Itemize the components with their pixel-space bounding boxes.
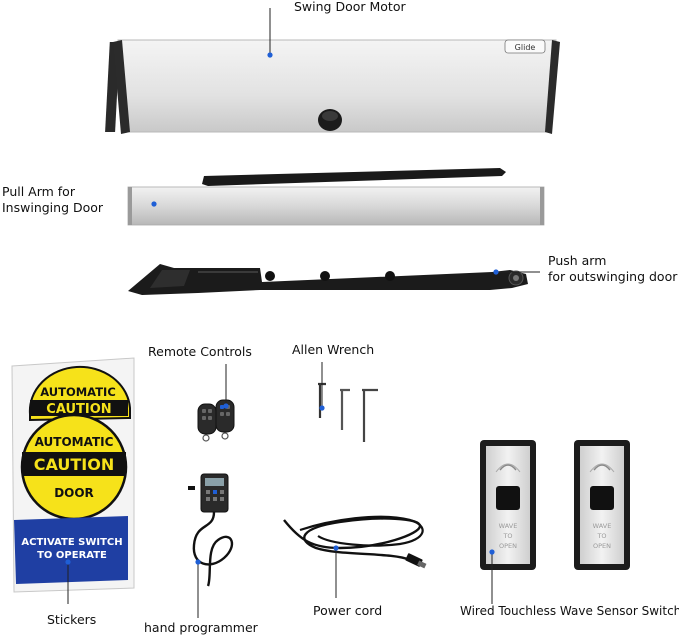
- remote-controls: [197, 399, 235, 442]
- power-cord-label: Power cord: [313, 603, 383, 618]
- pull-arm-label-line1: Pull Arm for: [2, 184, 75, 199]
- sticker-top-word2: CAUTION: [46, 402, 111, 417]
- hand-programmer: [188, 473, 234, 587]
- push-arm: [128, 264, 528, 295]
- motor-brand-label: Glide: [515, 43, 536, 52]
- motor-pointer-dot: [267, 52, 273, 58]
- stickers-label: Stickers: [47, 612, 97, 627]
- sensor-pointer-dot: [489, 549, 495, 555]
- push-arm-label-line2: for outswinging door: [548, 269, 678, 284]
- sensor-right-line1: WAVE: [593, 522, 612, 530]
- sticker-top-word1: AUTOMATIC: [40, 385, 116, 399]
- push-arm-pointer-dot: [493, 269, 499, 275]
- sensor-right-line2: TO: [596, 532, 606, 540]
- swing-door-motor: Glide: [105, 39, 560, 134]
- pull-arm: [127, 168, 545, 226]
- pull-arm-label-line2: Inswinging Door: [2, 200, 104, 215]
- motor-label: Swing Door Motor: [294, 0, 406, 14]
- stickers-pointer-dot: [65, 559, 71, 565]
- allen-wrench-label: Allen Wrench: [292, 342, 375, 357]
- wave-sensor-switch-left: WAVE TO OPEN: [480, 440, 536, 570]
- sticker-banner-line1: ACTIVATE SWITCH: [21, 537, 122, 548]
- power-cord: [283, 515, 427, 569]
- hand-programmer-label: hand programmer: [144, 620, 258, 635]
- remote-pointer-dot: [223, 403, 229, 409]
- stickers: AUTOMATIC CAUTION AUTOMATIC CAUTION DOOR…: [11, 357, 135, 593]
- programmer-pointer-dot: [195, 559, 201, 565]
- remote-controls-label: Remote Controls: [148, 344, 252, 359]
- wave-sensor-switch-right: WAVE TO OPEN: [574, 440, 630, 570]
- sensor-left-line1: WAVE: [499, 522, 518, 530]
- sensor-right-line3: OPEN: [593, 542, 611, 550]
- sticker-banner-line2: TO OPERATE: [37, 550, 107, 561]
- sensor-switch-label: Wired Touchless Wave Sensor Switch: [460, 604, 679, 618]
- wrench-pointer-dot: [319, 405, 325, 411]
- sticker-word1: AUTOMATIC: [35, 435, 114, 449]
- sticker-word3: DOOR: [54, 486, 94, 500]
- allen-wrenches: [318, 382, 378, 442]
- sensor-left-line3: OPEN: [499, 542, 517, 550]
- cord-pointer-dot: [333, 545, 339, 551]
- sticker-word2: CAUTION: [34, 455, 114, 474]
- pull-arm-pointer-dot: [151, 201, 157, 207]
- sensor-left-line2: TO: [502, 532, 512, 540]
- push-arm-label-line1: Push arm: [548, 253, 607, 268]
